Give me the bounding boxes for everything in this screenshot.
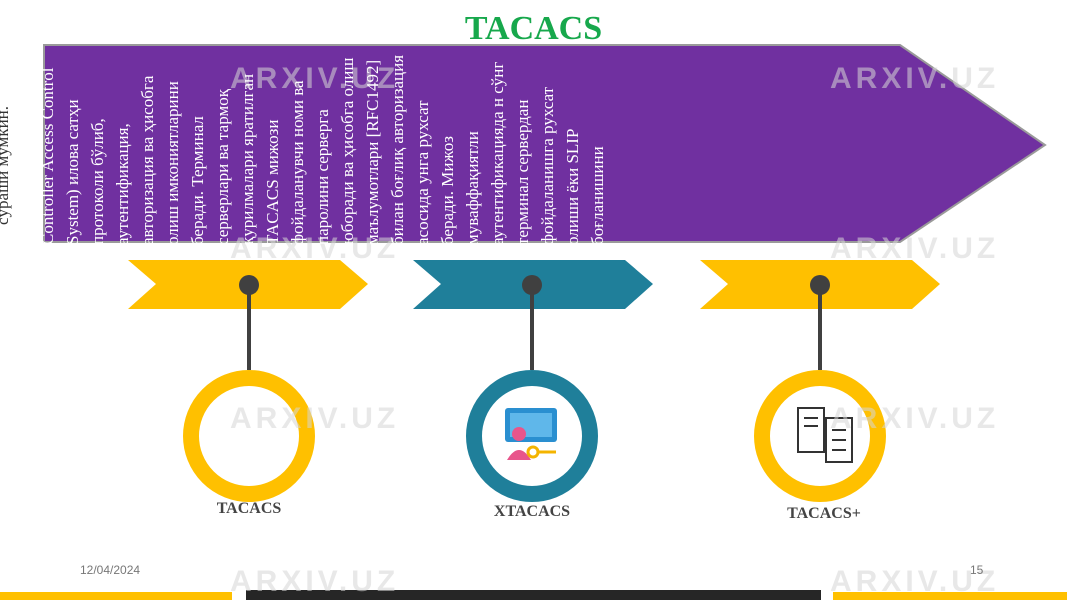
watermark: ARXIV.UZ	[830, 62, 1000, 95]
watermark: ARXIV.UZ	[230, 232, 400, 265]
body-text-overflow-wrap: сўраши мумкин.	[0, 45, 20, 225]
watermark: ARXIV.UZ	[830, 232, 1000, 265]
watermark: ARXIV.UZ	[230, 402, 400, 435]
page-title: TACACS	[464, 10, 603, 47]
footer-page: 15	[970, 563, 984, 577]
watermark: ARXIV.UZ	[830, 565, 1000, 598]
ring-2	[466, 370, 598, 502]
banner-shape	[43, 44, 1047, 243]
footer-date: 12/04/2024	[80, 563, 141, 577]
label-tacacs: TACACS	[216, 500, 282, 517]
label-xtacacs: XTACACS	[493, 503, 571, 520]
label-tacacs-plus: TACACS+	[787, 505, 861, 522]
user-key-icon	[505, 408, 557, 460]
body-text-main: TACACS (Terminal Access Controller Acces…	[13, 54, 607, 245]
watermark: ARXIV.UZ	[230, 565, 400, 598]
watermark: ARXIV.UZ	[830, 402, 1000, 435]
dot-3	[810, 275, 830, 295]
ring-1	[183, 370, 315, 502]
body-text: TACACS (Terminal Access Controller Acces…	[10, 45, 1040, 245]
body-text-overflow: сўраши мумкин.	[0, 105, 12, 225]
ring-3	[754, 370, 886, 502]
dot-1	[239, 275, 259, 295]
document-grid-icon	[797, 407, 853, 463]
watermark: ARXIV.UZ	[230, 62, 400, 95]
dot-2	[522, 275, 542, 295]
